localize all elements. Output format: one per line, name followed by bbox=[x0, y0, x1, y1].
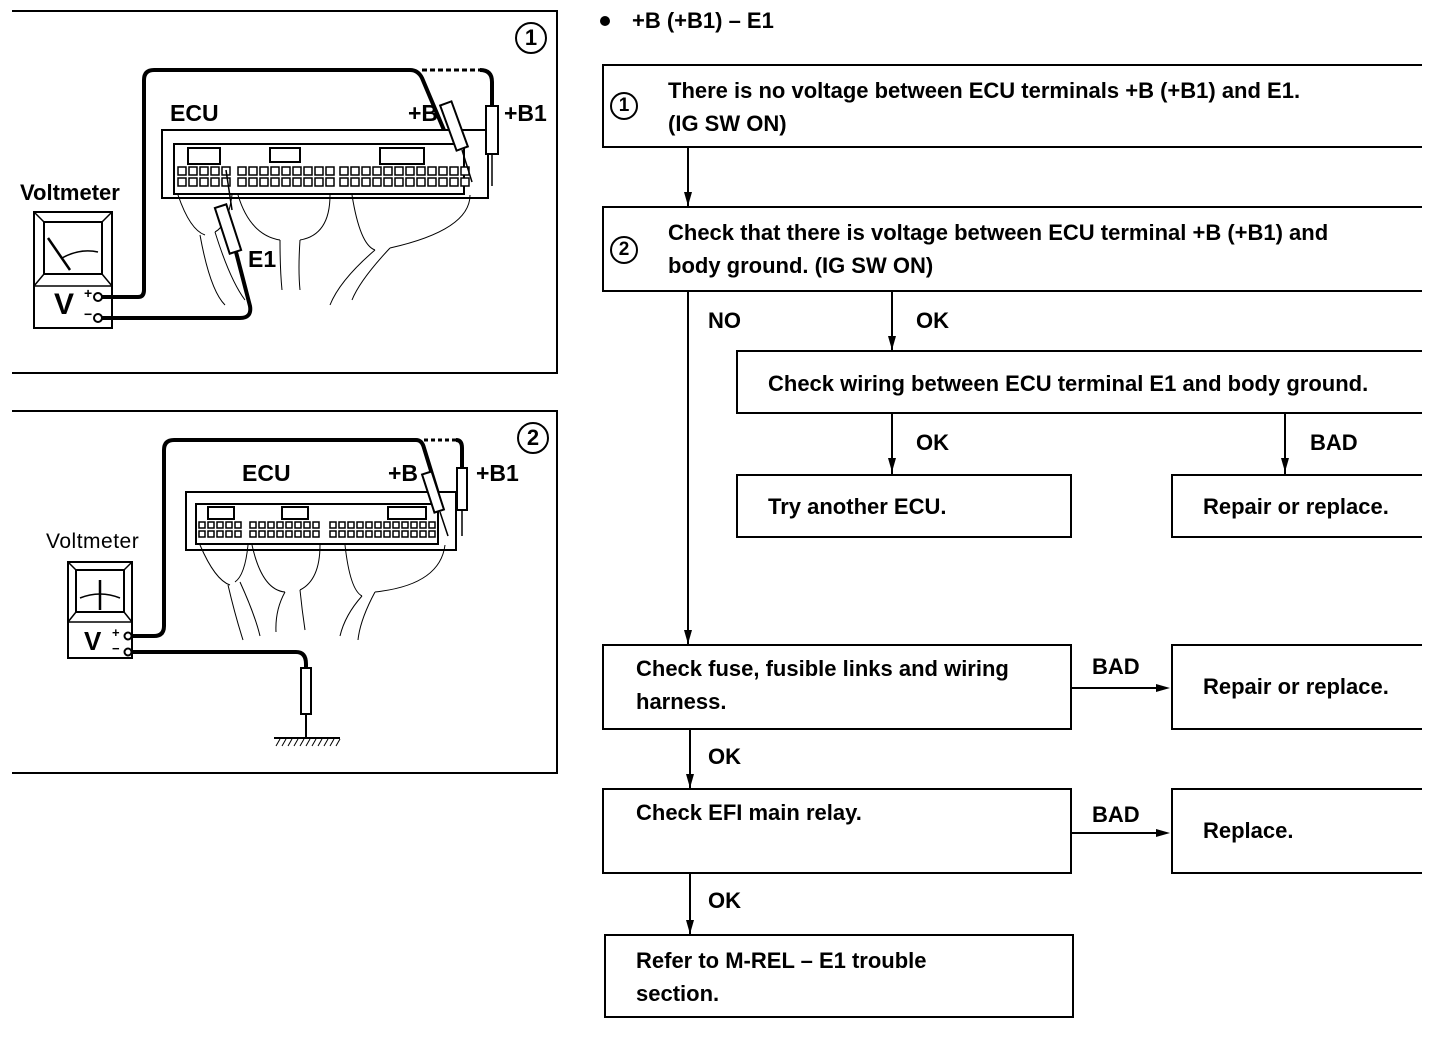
ground-icon bbox=[274, 737, 341, 747]
branch-label-ok-4: OK bbox=[708, 888, 741, 913]
arrow-right-icon bbox=[1156, 829, 1170, 837]
step-2-box: 2 Check that there is voltage between EC… bbox=[602, 206, 1422, 292]
flowchart-heading: +B (+B1) – E1 bbox=[632, 8, 774, 33]
figure-1-ecu-label: ECU bbox=[170, 100, 219, 126]
figure-2-number: 2 bbox=[517, 422, 549, 454]
arrow-down-icon bbox=[686, 774, 694, 788]
figure-2-voltmeter-label: Voltmeter bbox=[46, 530, 140, 553]
figure-1-terminal-b-label: +B bbox=[408, 100, 439, 126]
connector-no bbox=[687, 292, 689, 646]
voltmeter-icon bbox=[67, 561, 133, 659]
connector-bad-3 bbox=[1072, 832, 1158, 834]
branch-label-ok-1: OK bbox=[916, 308, 949, 333]
connector-bad-2 bbox=[1072, 687, 1158, 689]
step-2-text-line1: Check that there is voltage between ECU … bbox=[668, 220, 1329, 245]
arrow-down-icon bbox=[888, 336, 896, 350]
arrow-down-icon bbox=[888, 458, 896, 472]
figure-2-minus-sign: − bbox=[112, 641, 120, 656]
figure-2-terminal-b1-label: +B1 bbox=[476, 460, 519, 486]
step-1-text-line2: (IG SW ON) bbox=[668, 111, 787, 136]
step-1-number: 1 bbox=[610, 92, 638, 120]
arrow-down-icon bbox=[686, 920, 694, 934]
refer-box: Refer to M-REL – E1 trouble section. bbox=[604, 934, 1074, 1018]
ecu-connector-pins bbox=[177, 166, 470, 187]
connector-bad-1 bbox=[1284, 414, 1286, 474]
figure-2-terminal-b-label: +B bbox=[388, 460, 419, 486]
arrow-right-icon bbox=[1156, 684, 1170, 692]
check-fuse-text-line2: harness. bbox=[636, 689, 727, 714]
ecu-connector-pins bbox=[198, 521, 436, 538]
step-1-box: 1 There is no voltage between ECU termin… bbox=[602, 64, 1422, 148]
connector-ok-2 bbox=[891, 414, 893, 474]
check-relay-text: Check EFI main relay. bbox=[636, 800, 862, 825]
check-fuse-box: Check fuse, fusible links and wiring har… bbox=[602, 644, 1072, 730]
arrow-down-icon bbox=[684, 630, 692, 644]
check-relay-box: Check EFI main relay. bbox=[602, 788, 1072, 874]
arrow-down-icon bbox=[1281, 458, 1289, 472]
figure-2-plus-sign: + bbox=[112, 625, 120, 640]
step-1-text-line1: There is no voltage between ECU terminal… bbox=[668, 78, 1301, 103]
step-2-text-line2: body ground. (IG SW ON) bbox=[668, 253, 934, 278]
step-2-number: 2 bbox=[610, 236, 638, 264]
arrow-down-icon bbox=[684, 192, 692, 206]
repair-text-2: Repair or replace. bbox=[1203, 674, 1389, 699]
replace-box: Replace. bbox=[1171, 788, 1422, 874]
figure-2-ecu-label: ECU bbox=[242, 460, 291, 486]
branch-label-ok-2: OK bbox=[916, 430, 949, 455]
figure-1-minus-sign: − bbox=[84, 306, 93, 322]
check-wiring-box: Check wiring between ECU terminal E1 and… bbox=[736, 350, 1422, 414]
heading-bullet-icon bbox=[600, 16, 610, 26]
figure-1-wiring-diagram bbox=[33, 68, 499, 329]
branch-label-no: NO bbox=[708, 308, 741, 333]
figure-1-meter-unit: V bbox=[54, 288, 75, 321]
branch-label-ok-3: OK bbox=[708, 744, 741, 769]
branch-label-bad-2: BAD bbox=[1092, 654, 1140, 679]
try-another-ecu-box: Try another ECU. bbox=[736, 474, 1072, 538]
connector-ok-3 bbox=[689, 730, 691, 790]
figure-2-meter-unit: V bbox=[84, 626, 102, 656]
repair-text-1: Repair or replace. bbox=[1203, 494, 1389, 519]
try-another-ecu-text: Try another ECU. bbox=[768, 494, 947, 519]
figure-1-panel bbox=[12, 10, 558, 374]
figure-1-terminal-e1-label: E1 bbox=[248, 246, 277, 272]
figure-2-panel bbox=[12, 410, 558, 774]
figure-2-wiring-diagram bbox=[67, 438, 468, 747]
figure-1-plus-sign: + bbox=[84, 285, 93, 301]
refer-text-line2: section. bbox=[636, 981, 720, 1006]
replace-text: Replace. bbox=[1203, 818, 1294, 843]
figure-1-voltmeter-label: Voltmeter bbox=[20, 180, 120, 205]
connector-ok-1 bbox=[891, 292, 893, 352]
figure-1-terminal-b1-label: +B1 bbox=[504, 100, 547, 126]
refer-text-line1: Refer to M-REL – E1 trouble bbox=[636, 948, 927, 973]
repair-box-2: Repair or replace. bbox=[1171, 644, 1422, 730]
repair-box-1: Repair or replace. bbox=[1171, 474, 1422, 538]
connector-ok-4 bbox=[689, 874, 691, 936]
check-fuse-text-line1: Check fuse, fusible links and wiring bbox=[636, 656, 1009, 681]
check-wiring-text: Check wiring between ECU terminal E1 and… bbox=[768, 371, 1369, 396]
branch-label-bad-1: BAD bbox=[1310, 430, 1358, 455]
voltmeter-icon bbox=[33, 211, 113, 329]
figure-1-number: 1 bbox=[515, 22, 547, 54]
branch-label-bad-3: BAD bbox=[1092, 802, 1140, 827]
connector-1-2 bbox=[687, 148, 689, 208]
